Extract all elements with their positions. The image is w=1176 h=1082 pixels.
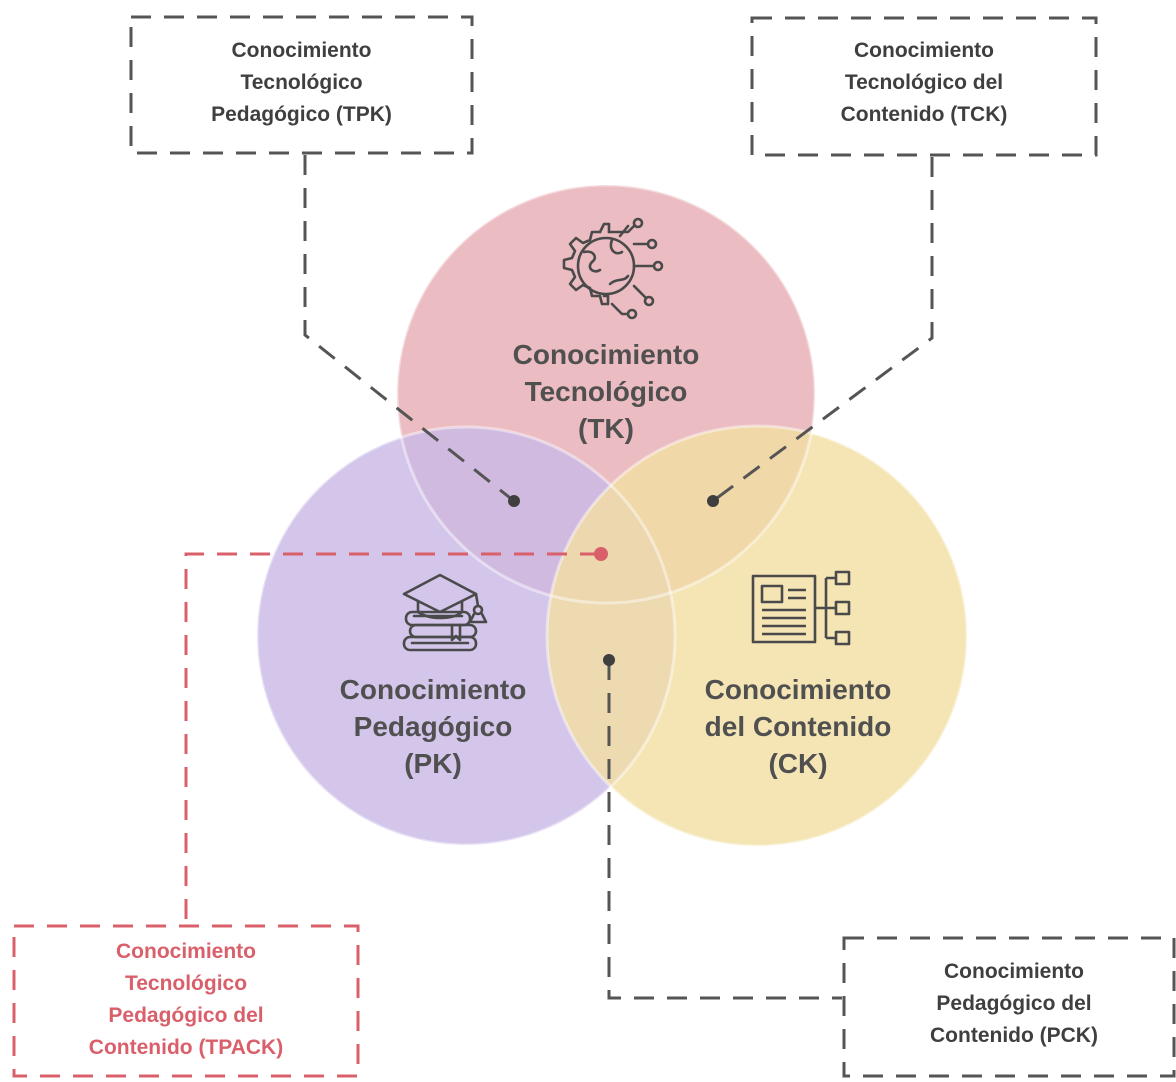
gear-globe-circuit-icon <box>562 217 664 320</box>
label-pck-line-1: Conocimiento <box>944 960 1084 983</box>
label-tck-line-2: Tecnológico del <box>844 71 1004 94</box>
circle-ck <box>547 426 967 846</box>
box-tpack <box>12 924 360 1078</box>
label-pck: Conocimiento Pedagógico del Contenido (P… <box>856 956 1172 1052</box>
label-pk: Conocimiento Pedagógico (PK) <box>293 671 573 782</box>
label-tck-line-3: Contenido (TCK) <box>840 103 1008 126</box>
dot-tpack <box>594 547 608 561</box>
label-ck-line-1: Conocimiento <box>704 674 892 705</box>
box-pck <box>842 936 1176 1078</box>
document-hierarchy-icon <box>751 570 851 646</box>
label-pk-line-2: Pedagógico <box>353 711 513 742</box>
label-tpack-line-2: Tecnológico <box>124 972 248 995</box>
label-pck-line-3: Contenido (PCK) <box>930 1024 1098 1047</box>
connector-tck <box>712 157 934 503</box>
label-tpk-line-3: Pedagógico (TPK) <box>211 103 392 126</box>
box-tpk <box>129 15 474 155</box>
label-ck-line-2: del Contenido <box>704 711 892 742</box>
label-tk: Conocimiento Tecnológico (TK) <box>466 336 746 447</box>
connector-tpk <box>303 155 515 503</box>
label-tpack-line-4: Contenido (TPACK) <box>88 1036 284 1059</box>
label-pk-line-1: Conocimiento <box>339 674 527 705</box>
dot-tck <box>707 495 719 507</box>
label-ck: Conocimiento del Contenido (CK) <box>658 671 938 782</box>
label-tpk-line-2: Tecnológico <box>240 71 363 94</box>
label-tpack-line-1: Conocimiento <box>116 940 256 963</box>
label-tk-line-3: (TK) <box>578 413 634 444</box>
label-ck-line-3: (CK) <box>768 748 828 779</box>
label-pk-line-3: (PK) <box>404 748 462 779</box>
dot-pck <box>603 654 615 666</box>
label-tpack-line-3: Pedagógico del <box>108 1004 264 1027</box>
label-tk-line-1: Conocimiento <box>512 339 700 370</box>
box-tck <box>750 16 1098 157</box>
label-tck-line-1: Conocimiento <box>854 39 994 62</box>
label-tpack: Conocimiento Tecnológico Pedagógico del … <box>26 936 346 1064</box>
label-tpk: Conocimiento Tecnológico Pedagógico (TPK… <box>146 35 457 131</box>
label-tk-line-2: Tecnológico <box>524 376 688 407</box>
books-graduation-cap-icon <box>402 573 488 652</box>
connector-tpack <box>184 552 600 924</box>
label-pck-line-2: Pedagógico del <box>936 992 1092 1015</box>
label-tpk-line-1: Conocimiento <box>231 39 372 62</box>
dot-tpk <box>508 495 520 507</box>
label-tck: Conocimiento Tecnológico del Contenido (… <box>766 35 1082 131</box>
connector-pck <box>607 660 842 1000</box>
